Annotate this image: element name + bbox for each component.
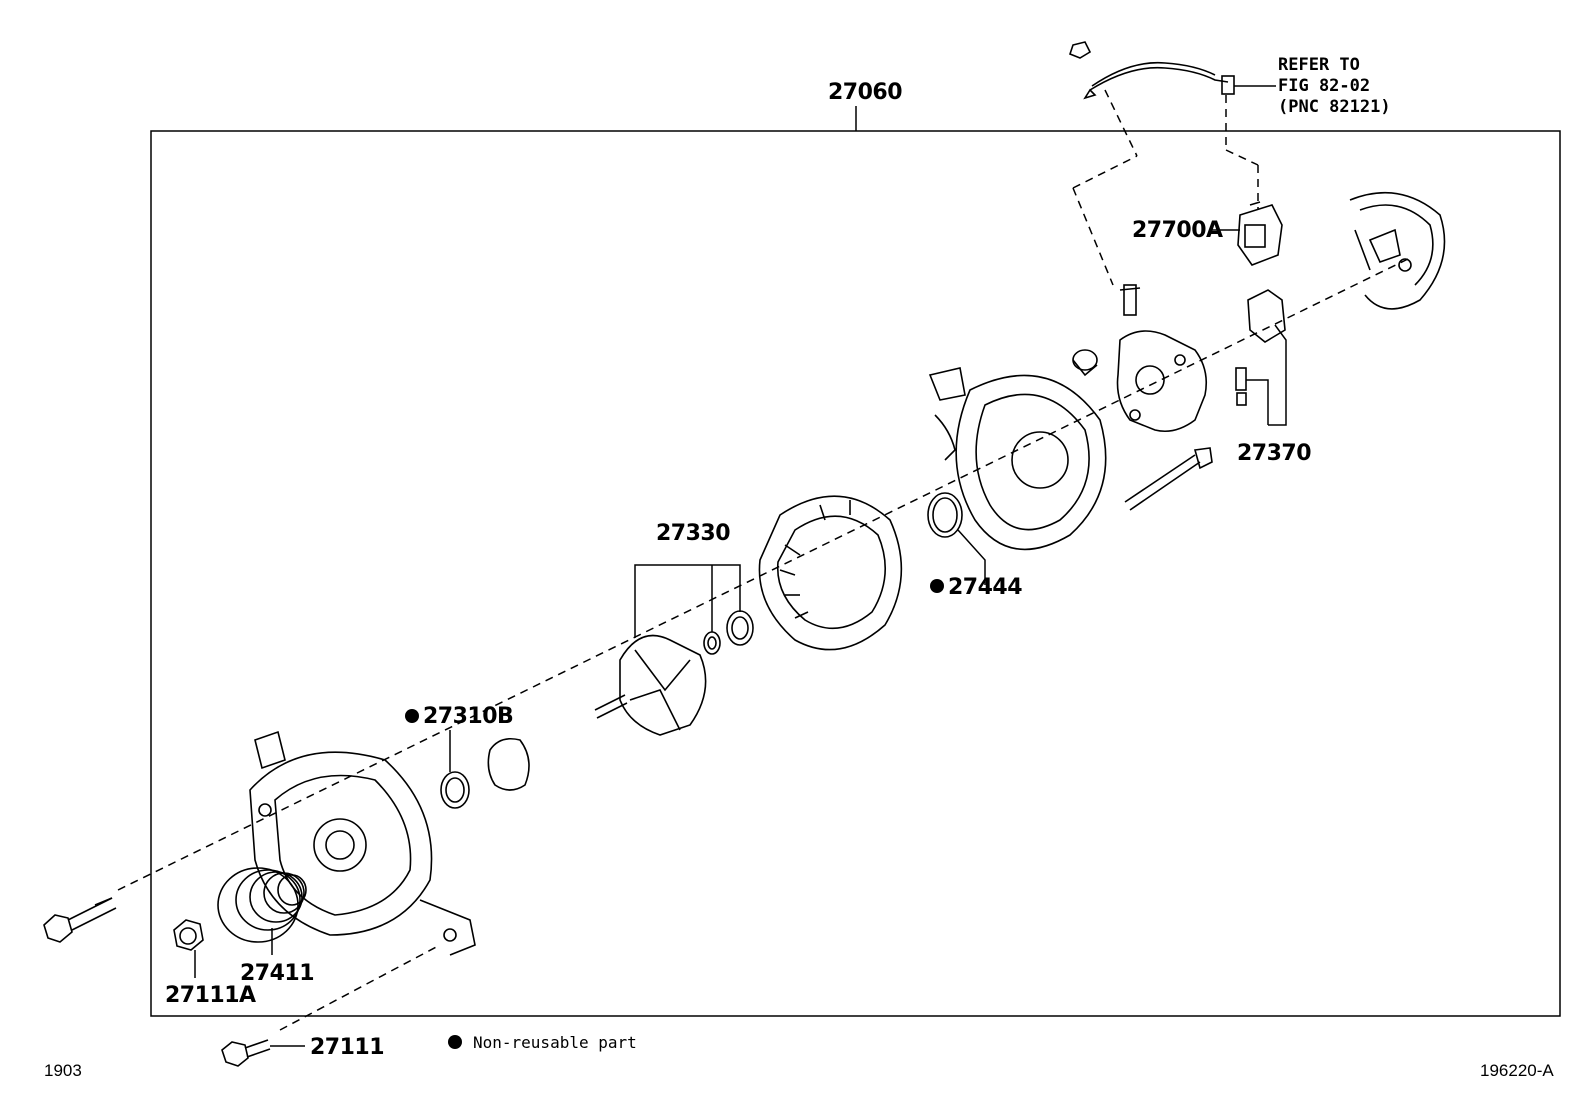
leader-27444 [957, 529, 986, 585]
wire-drop [1104, 89, 1138, 157]
label-27111A: 27111A [165, 983, 256, 1008]
svg-text:(PNC 82121): (PNC 82121) [1278, 97, 1391, 117]
wire-harness [1069, 41, 1235, 100]
leader-27370-b [1246, 379, 1269, 425]
pulley-nut [173, 919, 204, 951]
label-27700A: 27700A [1132, 218, 1223, 243]
nonreusable-dot-27310B [405, 709, 419, 723]
svg-text:REFER TO: REFER TO [1278, 55, 1360, 75]
rear-cover [1349, 191, 1446, 310]
connector-drop-b [1225, 149, 1259, 166]
label-27330: 27330 [656, 521, 730, 546]
label-27411: 27411 [240, 961, 314, 986]
mounting-bolt [221, 1039, 271, 1067]
leader-27330 [634, 564, 741, 638]
front-bearing [440, 771, 470, 809]
nonreusable-dot-27444 [930, 579, 944, 593]
through-bolt [43, 897, 117, 943]
label-27111: 27111 [310, 1035, 384, 1060]
footer-right-code: 196220-A [1480, 1061, 1554, 1080]
sleeve [1072, 349, 1098, 377]
front-housing [249, 730, 476, 956]
seal-ring [927, 492, 963, 538]
through-stud [1124, 447, 1213, 511]
rotor [594, 610, 754, 736]
legend-dot [448, 1035, 462, 1049]
stator [758, 495, 903, 651]
leader-27370 [1268, 324, 1287, 426]
assembly-frame [150, 130, 1561, 1017]
svg-text:FIG 82-02: FIG 82-02 [1278, 76, 1370, 96]
voltage-regulator [1237, 201, 1283, 266]
refer-note: REFER TO FIG 82-02 (PNC 82121) [1234, 55, 1391, 117]
pulley [217, 867, 307, 943]
bolt-axis-lower [279, 944, 441, 1031]
label-27310B: 27310B [423, 704, 513, 729]
rear-housing [928, 367, 1107, 551]
terminal-axis [1072, 155, 1138, 189]
retainer-plate [487, 737, 530, 791]
brush-holder [1235, 289, 1286, 406]
legend-text: Non-reusable part [473, 1033, 637, 1052]
assembly-axis [117, 257, 1411, 891]
terminal-axis-b [1072, 187, 1114, 286]
label-27370: 27370 [1237, 441, 1311, 466]
footer-left-code: 1903 [44, 1061, 82, 1080]
rectifier [1116, 284, 1208, 433]
assembly-label: 27060 [828, 80, 902, 105]
label-27444: 27444 [948, 575, 1022, 600]
